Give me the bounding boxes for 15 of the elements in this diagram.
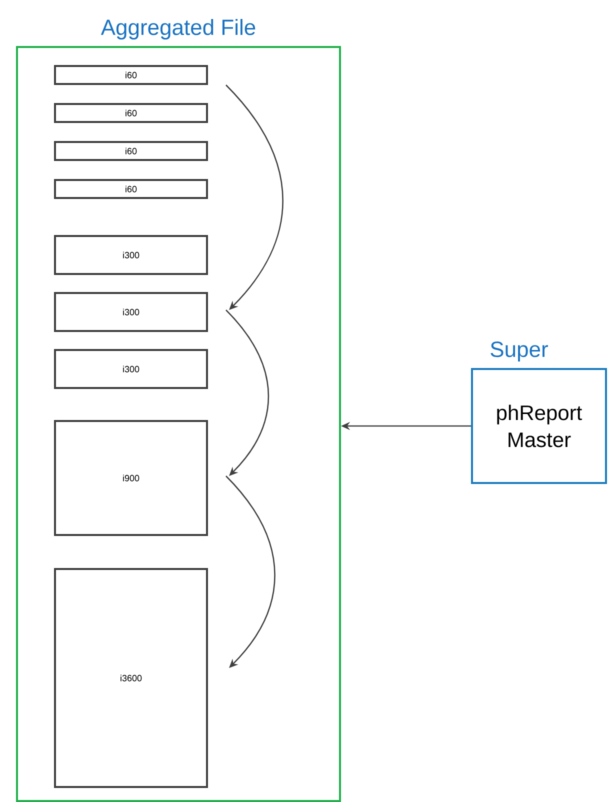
interval-box: i300 [54, 292, 208, 332]
container-heading: Aggregated File [100, 18, 256, 40]
box-heading: Super [490, 342, 548, 362]
interval-box: i900 [54, 420, 208, 536]
arrow [226, 310, 270, 476]
interval-box: i3600 [54, 568, 208, 788]
interval-box: i60 [54, 103, 208, 123]
interval-box: i60 [54, 65, 208, 85]
interval-box: i300 [54, 235, 208, 275]
arrow [226, 476, 276, 668]
arrow [226, 84, 284, 310]
interval-box: i60 [54, 179, 208, 199]
interval-box: i300 [54, 349, 208, 389]
interval-box: i60 [54, 141, 208, 161]
process-box: phReport Master [471, 368, 607, 484]
